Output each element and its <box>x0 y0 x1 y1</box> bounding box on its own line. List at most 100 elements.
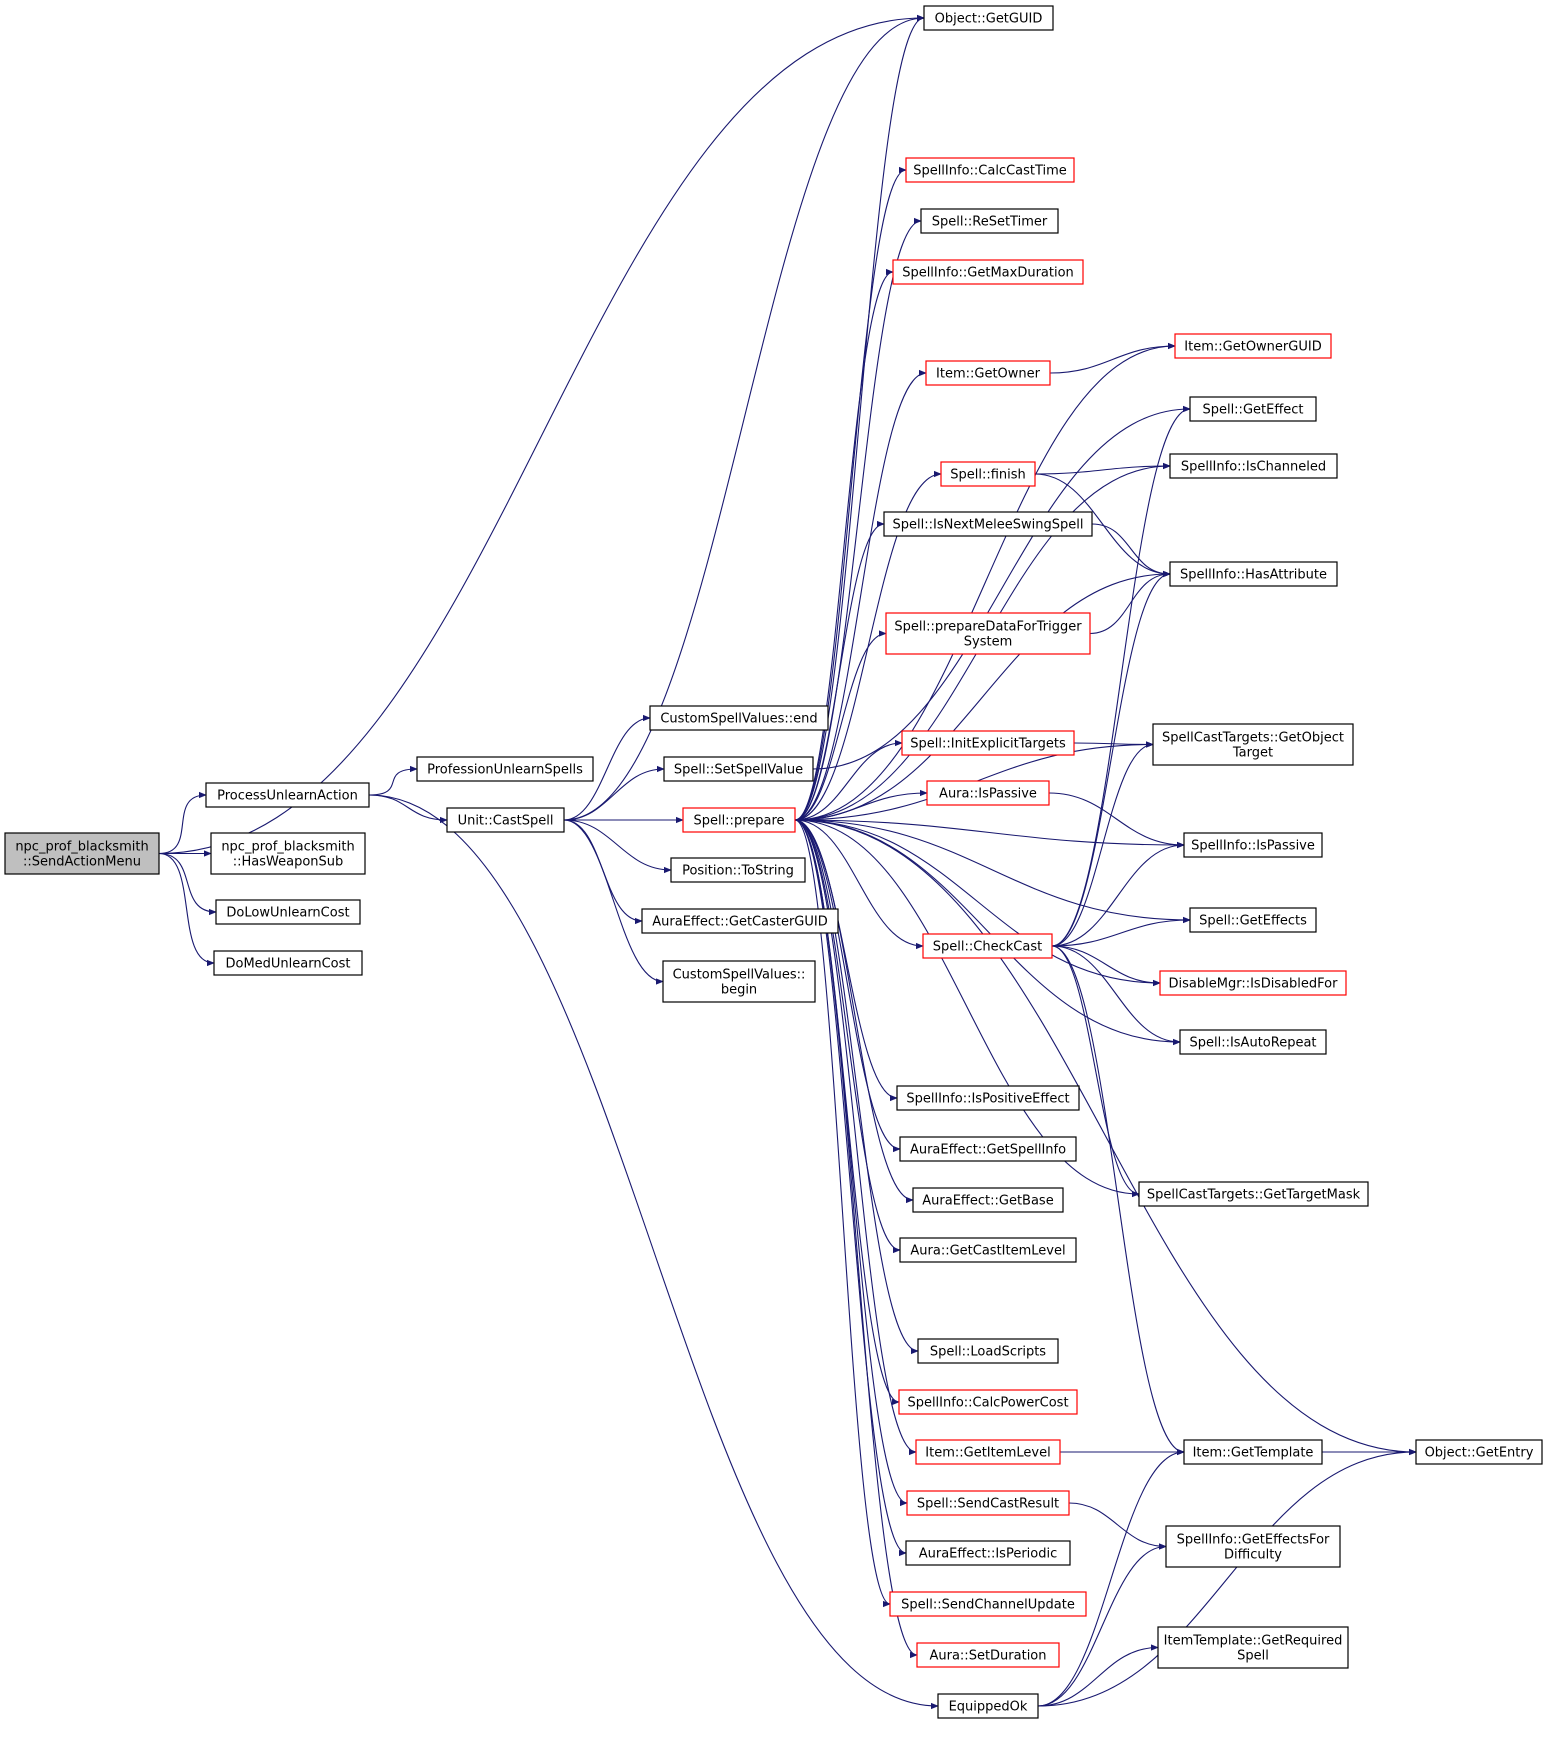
node-get-guid[interactable]: Object::GetGUID <box>923 5 1054 31</box>
edge-path <box>794 630 887 821</box>
node-do-low[interactable]: DoLowUnlearnCost <box>215 899 361 925</box>
node-box <box>916 1642 1060 1668</box>
node-box <box>923 5 1054 31</box>
node-pos-tostring[interactable]: Position::ToString <box>670 857 806 883</box>
node-ae-is-periodic[interactable]: AuraEffect::IsPeriodic <box>905 1540 1071 1566</box>
node-has-weapon-sub[interactable]: npc_prof_blacksmith::HasWeaponSub <box>210 832 366 875</box>
node-label-line: Aura::SetDuration <box>929 1649 1046 1664</box>
node-label-line: ProfessionUnlearnSpells <box>427 763 583 778</box>
node-spell-prepare[interactable]: Spell::prepare <box>682 807 796 833</box>
edge-path <box>158 791 207 855</box>
node-equipped-ok[interactable]: EquippedOk <box>937 1693 1039 1719</box>
edge-path <box>794 819 1181 1046</box>
node-box <box>662 960 816 1003</box>
node-box <box>906 1490 1070 1516</box>
node-object-get-entry[interactable]: Object::GetEntry <box>1415 1439 1543 1465</box>
node-send-channel-update[interactable]: Spell::SendChannelUpdate <box>889 1591 1087 1617</box>
call-edge-spell_prepare-to-ae_get_spell_info <box>794 819 901 1153</box>
node-item-get-template[interactable]: Item::GetTemplate <box>1183 1439 1323 1465</box>
node-item-get-item-level[interactable]: Item::GetItemLevel <box>915 1439 1061 1465</box>
node-si-is-channeled[interactable]: SpellInfo::IsChanneled <box>1169 453 1338 479</box>
node-box <box>446 807 565 833</box>
node-label-line: Spell::CheckCast <box>933 940 1042 955</box>
node-load-scripts[interactable]: Spell::LoadScripts <box>917 1338 1059 1364</box>
node-set-spell-value[interactable]: Spell::SetSpellValue <box>663 756 814 782</box>
node-disable-mgr[interactable]: DisableMgr::IsDisabledFor <box>1159 970 1347 996</box>
call-edge-check_cast-to-is_auto_repeat <box>1051 945 1181 1046</box>
edge-path <box>368 765 418 796</box>
node-is-auto-repeat[interactable]: Spell::IsAutoRepeat <box>1179 1029 1327 1055</box>
node-calc-cast-time[interactable]: SpellInfo::CalcCastTime <box>905 157 1075 183</box>
node-send-cast-result[interactable]: Spell::SendCastResult <box>906 1490 1070 1516</box>
node-is-positive-effect[interactable]: SpellInfo::IsPositiveEffect <box>896 1085 1080 1111</box>
node-calc-power-cost[interactable]: SpellInfo::CalcPowerCost <box>898 1389 1078 1415</box>
node-spell-get-effect[interactable]: Spell::GetEffect <box>1189 396 1317 422</box>
node-label-line: Spell::prepare <box>693 814 784 829</box>
node-get-max-duration[interactable]: SpellInfo::GetMaxDuration <box>892 259 1084 285</box>
call-edge-spell_prepare-to-spell_get_effects <box>794 819 1191 924</box>
call-edge-spell_prepare-to-load_scripts <box>794 819 919 1355</box>
node-box <box>920 208 1059 234</box>
node-npc-send[interactable]: npc_prof_blacksmith::SendActionMenu <box>4 832 160 875</box>
node-box <box>926 780 1050 806</box>
node-si-has-attribute[interactable]: SpellInfo::HasAttribute <box>1169 561 1338 587</box>
edge-path <box>794 819 901 1254</box>
node-init-explicit[interactable]: Spell::InitExplicitTargets <box>901 730 1075 756</box>
node-item-owner-guid[interactable]: Item::GetOwnerGUID <box>1174 333 1332 359</box>
node-label-line: Spell::SetSpellValue <box>674 763 803 778</box>
node-ae-get-spell-info[interactable]: AuraEffect::GetSpellInfo <box>899 1136 1077 1162</box>
call-edge-spell_prepare-to-disable_mgr <box>794 819 1161 987</box>
node-prof-unlearn[interactable]: ProfessionUnlearnSpells <box>416 756 594 782</box>
node-aura-caster-guid[interactable]: AuraEffect::GetCasterGUID <box>641 908 839 934</box>
node-box <box>1183 1439 1323 1465</box>
call-edge-spell_prepare-to-is_next_melee <box>794 520 885 821</box>
node-si-is-passive[interactable]: SpellInfo::IsPassive <box>1183 832 1323 858</box>
edge-path <box>1048 792 1185 849</box>
call-edge-aura_is_passive-to-si_is_passive <box>1048 792 1185 849</box>
call-edge-unit_cast-to-csv_begin <box>563 819 664 985</box>
node-ae-get-base[interactable]: AuraEffect::GetBase <box>912 1187 1064 1213</box>
edge-path <box>1051 841 1185 947</box>
edge-path <box>794 819 891 1608</box>
edge-path <box>563 765 665 821</box>
node-csv-end[interactable]: CustomSpellValues::end <box>649 705 829 731</box>
call-edge-process_unlearn-to-prof_unlearn <box>368 765 418 796</box>
call-edge-is_next_melee-to-si_has_attribute <box>1091 523 1171 578</box>
node-check-cast[interactable]: Spell::CheckCast <box>922 933 1053 959</box>
node-aura-is-passive[interactable]: Aura::IsPassive <box>926 780 1050 806</box>
node-aura-cast-item-level[interactable]: Aura::GetCastItemLevel <box>899 1237 1077 1263</box>
node-item-get-owner[interactable]: Item::GetOwner <box>925 360 1051 386</box>
node-sct-get-target-mask[interactable]: SpellCastTargets::GetTargetMask <box>1138 1181 1369 1207</box>
node-process-unlearn[interactable]: ProcessUnlearnAction <box>205 782 370 808</box>
node-aura-set-duration[interactable]: Aura::SetDuration <box>916 1642 1060 1668</box>
node-reset-timer[interactable]: Spell::ReSetTimer <box>920 208 1059 234</box>
node-box <box>937 1693 1039 1719</box>
call-edge-spell_prepare-to-send_channel_update <box>794 819 891 1608</box>
node-label-line: DisableMgr::IsDisabledFor <box>1169 977 1339 992</box>
node-box <box>899 1136 1077 1162</box>
node-spell-finish[interactable]: Spell::finish <box>940 461 1036 487</box>
edge-path <box>563 14 925 821</box>
call-edge-spell_prepare-to-ae_get_base <box>794 819 914 1204</box>
node-csv-begin[interactable]: CustomSpellValues::begin <box>662 960 816 1003</box>
node-do-med[interactable]: DoMedUnlearnCost <box>213 950 363 976</box>
node-box <box>1159 970 1347 996</box>
node-unit-cast[interactable]: Unit::CastSpell <box>446 807 565 833</box>
node-label-line: EquippedOk <box>949 1700 1028 1715</box>
call-edge-spell_prepare-to-item_owner_guid <box>794 342 1176 821</box>
edge-path <box>794 819 1140 1198</box>
node-label-line: Item::GetOwnerGUID <box>1184 340 1321 355</box>
node-layer: npc_prof_blacksmith::SendActionMenu Proce… <box>4 5 1543 1719</box>
node-is-next-melee[interactable]: Spell::IsNextMeleeSwingSpell <box>883 511 1093 537</box>
node-label-line: AuraEffect::IsPeriodic <box>919 1547 1058 1562</box>
node-label-line: DoLowUnlearnCost <box>226 906 349 921</box>
call-edge-spell_prepare-to-si_is_passive <box>794 819 1185 849</box>
node-spell-get-effects[interactable]: Spell::GetEffects <box>1189 907 1317 933</box>
edge-path <box>158 852 217 916</box>
call-edge-check_cast-to-si_has_attribute <box>1051 570 1171 947</box>
edge-path <box>794 789 928 821</box>
